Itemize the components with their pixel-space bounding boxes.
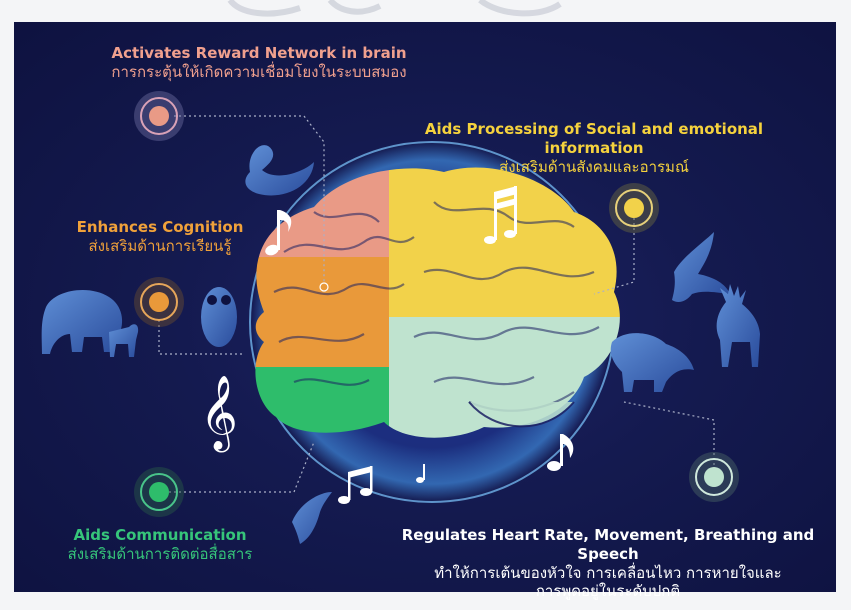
eighth-note-icon bbox=[265, 210, 292, 256]
music-notes-icon bbox=[338, 434, 574, 504]
treble-clef-icon: 𝄞 bbox=[200, 376, 238, 453]
connector-heart bbox=[623, 401, 715, 470]
horse-icon bbox=[109, 324, 139, 357]
target-cognition bbox=[134, 277, 184, 327]
cerebellum bbox=[468, 401, 575, 428]
svg-text:𝄞: 𝄞 bbox=[200, 376, 238, 453]
caption-communication-th: ส่งเสริมด้านการติดต่อสื่อสาร bbox=[67, 544, 253, 563]
brain-region-cognition bbox=[255, 257, 389, 367]
target-reward bbox=[134, 91, 184, 141]
target-social bbox=[609, 183, 659, 233]
bird-icon bbox=[672, 232, 730, 302]
caption-reward-en: Activates Reward Network in brain bbox=[111, 44, 407, 62]
caption-reward: Activates Reward Network in brain การกระ… bbox=[54, 44, 464, 82]
caption-heart-en: Regulates Heart Rate, Movement, Breathin… bbox=[401, 526, 815, 563]
connector-social bbox=[593, 208, 635, 295]
connector-reward bbox=[174, 115, 325, 282]
elephant-icon bbox=[41, 289, 123, 354]
caption-social-th: ส่งเสริมด้านสังคมและอารมณ์ bbox=[499, 157, 689, 176]
target-communication bbox=[134, 467, 184, 517]
caption-heart-th-line1: ทำให้การเต้นของหัวใจ การเคลื่อนไหว การหา… bbox=[434, 563, 782, 582]
lion-icon bbox=[610, 333, 694, 392]
owl-icon bbox=[201, 287, 237, 347]
caption-social: Aids Processing of Social and emotional … bbox=[374, 120, 814, 176]
caption-cognition-en: Enhances Cognition bbox=[76, 218, 244, 236]
target-heart bbox=[689, 452, 739, 502]
caption-communication: Aids Communication ส่งเสริมด้านการติดต่อ… bbox=[30, 526, 290, 564]
brain bbox=[255, 167, 620, 438]
dolphin-icon bbox=[292, 492, 332, 544]
caption-communication-en: Aids Communication bbox=[73, 526, 247, 544]
beamed-notes-icon bbox=[484, 186, 517, 244]
connector-cognition bbox=[158, 320, 242, 355]
caption-reward-th: การกระตุ้นให้เกิดความเชื่อมโยงในระบบสมอง bbox=[111, 62, 407, 81]
caption-heart: Regulates Heart Rate, Movement, Breathin… bbox=[382, 526, 834, 601]
caption-social-en: Aids Processing of Social and emotional … bbox=[424, 120, 764, 157]
deer-icon bbox=[716, 284, 760, 367]
infographic-panel: 𝄞 Activates Reward Network in bra bbox=[14, 22, 836, 600]
top-decoration bbox=[227, 0, 562, 17]
caption-cognition: Enhances Cognition ส่งเสริมด้านการเรียนร… bbox=[50, 218, 270, 256]
brain-illustration: 𝄞 bbox=[41, 91, 760, 544]
swan-icon bbox=[245, 145, 314, 196]
connector-communication bbox=[159, 441, 315, 493]
caption-cognition-th: ส่งเสริมด้านการเรียนรู้ bbox=[88, 236, 232, 255]
caption-heart-th-line2: การพูดอยู่ในระดับปกติ bbox=[535, 582, 681, 601]
